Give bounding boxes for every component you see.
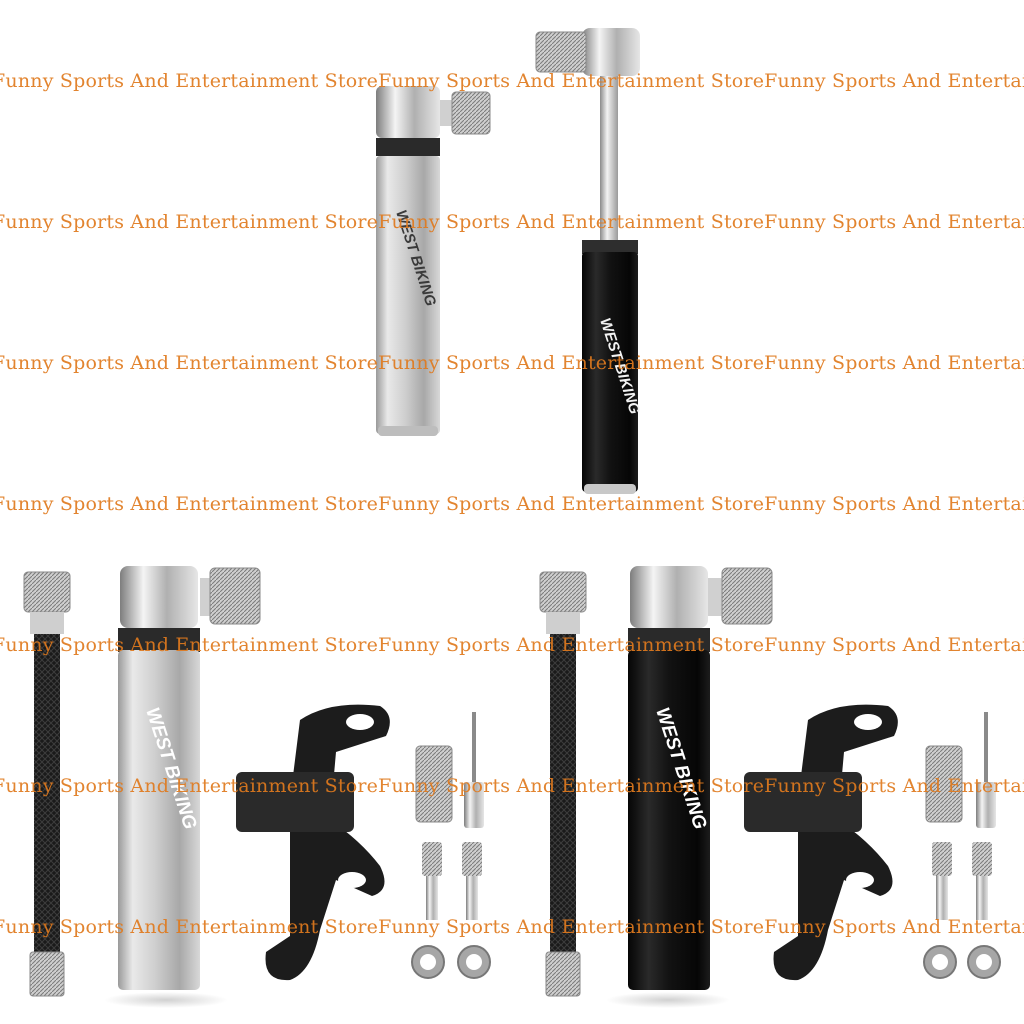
black-kit xyxy=(539,566,1001,1008)
silver-pump-top xyxy=(376,86,491,436)
silver-kit xyxy=(23,566,491,1008)
black-pump-top xyxy=(535,28,640,494)
